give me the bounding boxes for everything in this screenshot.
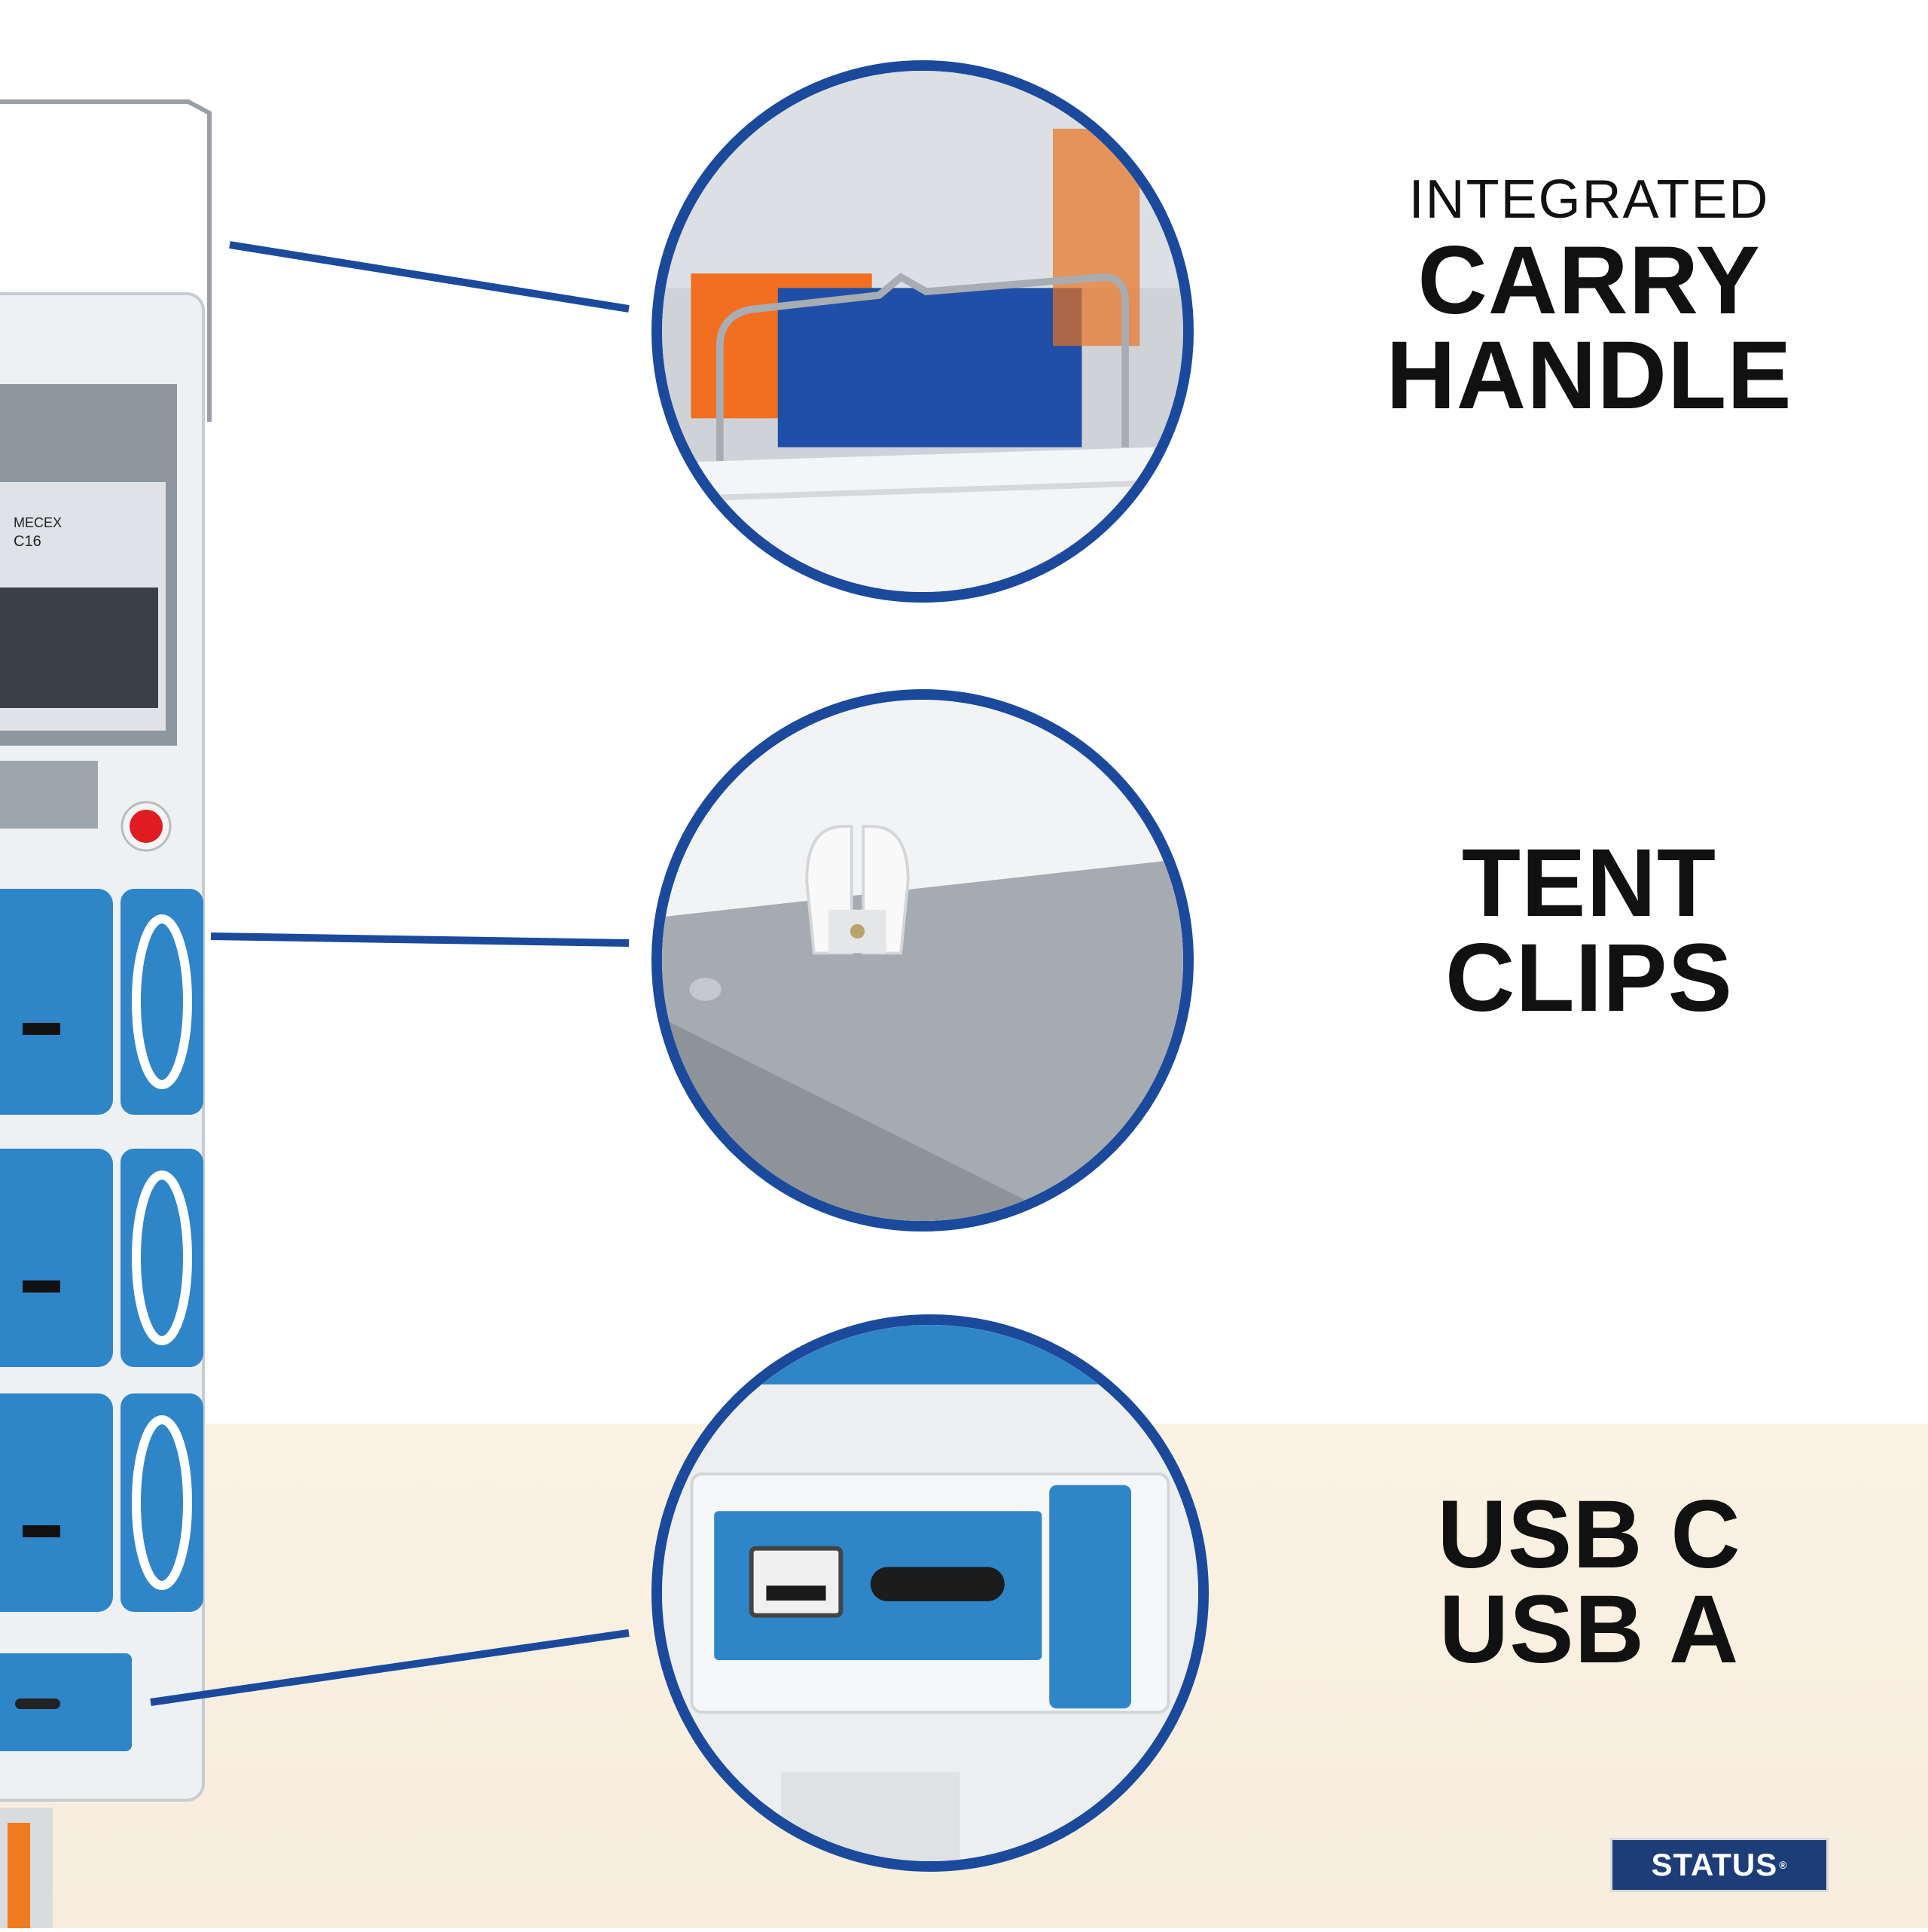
feature-title-line: HANDLE (1386, 322, 1792, 429)
feature-tent-clips: TENT CLIPS (1326, 829, 1853, 1032)
feature-usb: USB C USB A (1326, 1481, 1853, 1683)
feature-subtitle: INTEGRATED (1408, 169, 1770, 230)
usb-ports-zoom (651, 1314, 1209, 1872)
brand-mark: ® (1779, 1859, 1788, 1871)
breaker-brand: MECEX (14, 515, 62, 530)
tent-clips-zoom (651, 689, 1194, 1232)
usb-port-icon (662, 1325, 1198, 1861)
breaker-rating: C16 (14, 533, 41, 550)
feature-title-line: CLIPS (1445, 924, 1733, 1032)
brand-name: STATUS (1651, 1847, 1778, 1882)
feature-title-line: USB A (1438, 1576, 1740, 1683)
feature-carry-handle: INTEGRATED CARRY HANDLE (1326, 166, 1853, 429)
tent-clip-icon (662, 700, 1183, 1221)
carry-handle-icon (662, 71, 1183, 592)
brand-logo: STATUS® (1610, 1838, 1829, 1892)
power-distribution-unit: MECEX C16 (0, 0, 241, 1928)
feature-title-line: CARRY (1417, 227, 1761, 334)
carry-handle-zoom (651, 60, 1194, 603)
feature-title-line: TENT (1461, 829, 1717, 937)
feature-title-line: USB C (1437, 1481, 1741, 1589)
